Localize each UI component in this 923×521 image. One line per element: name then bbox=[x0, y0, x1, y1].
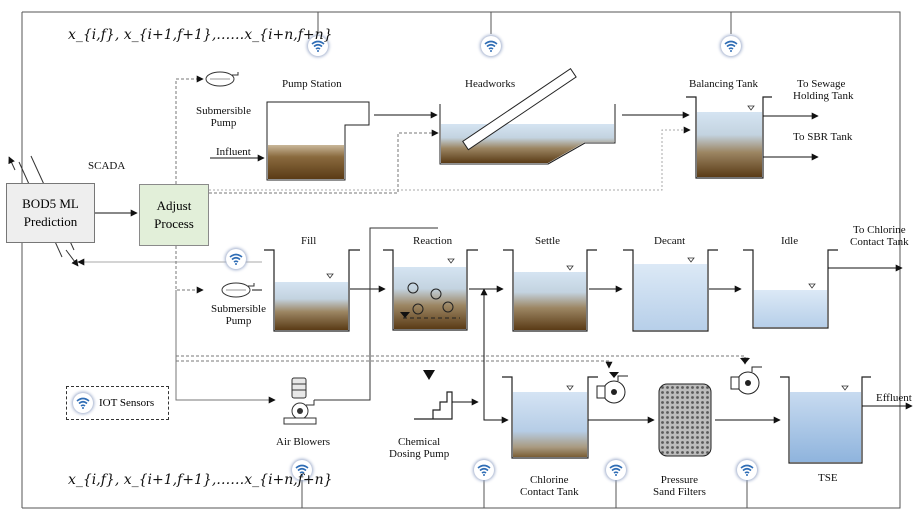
submersible-line1: Submersible bbox=[196, 105, 251, 117]
pump-station-label: Pump Station bbox=[282, 78, 342, 90]
to-chlorine-line2: Contact Tank bbox=[850, 236, 909, 248]
submersible2-line2: Pump bbox=[225, 315, 252, 327]
sensor-line bbox=[317, 12, 732, 34]
fill-tank bbox=[264, 249, 360, 332]
control-line bbox=[176, 360, 613, 369]
pump-icon bbox=[596, 372, 628, 404]
scada-label: SCADA bbox=[88, 160, 126, 172]
input-vector-top: x_{i,f}, x_{i+1,f+1},……x_{i+n,f+n} bbox=[68, 27, 333, 43]
adjust-label-line2: Process bbox=[154, 216, 194, 231]
balancing-tank-label: Balancing Tank bbox=[689, 78, 758, 90]
bod-label-line1: BOD5 ML bbox=[22, 196, 79, 211]
to-sbr-label: To SBR Tank bbox=[793, 131, 853, 143]
to-chlorine-line1: To Chlorine bbox=[852, 224, 906, 236]
headworks-label: Headworks bbox=[465, 78, 516, 90]
wifi-icon bbox=[737, 460, 757, 480]
settle-tank bbox=[503, 249, 597, 332]
wifi-icon bbox=[474, 460, 494, 480]
wifi-icon bbox=[226, 249, 246, 269]
submersible2-line1: Submersible bbox=[211, 303, 266, 315]
wifi-icon bbox=[73, 393, 93, 413]
wifi-icon bbox=[308, 36, 328, 56]
tse-label: TSE bbox=[818, 472, 838, 484]
scada-frame bbox=[21, 11, 901, 509]
iot-sensors-label: IOT Sensors bbox=[99, 397, 155, 409]
blower-icon bbox=[283, 377, 317, 425]
headworks-tank bbox=[439, 67, 616, 165]
control-line bbox=[175, 290, 276, 404]
chlorine-line1: Chlorine bbox=[530, 474, 569, 486]
bod5-ml-prediction-box: BOD5 ML Prediction bbox=[6, 183, 95, 243]
submersible-line2: Pump bbox=[210, 117, 237, 129]
chem-line2: Dosing Pump bbox=[389, 448, 450, 460]
scada-diagonal bbox=[65, 249, 79, 267]
iot-sensors-legend: IOT Sensors bbox=[66, 386, 169, 420]
chem-line1: Chemical bbox=[398, 436, 441, 448]
decant-tank bbox=[623, 249, 718, 332]
bod-label-line2: Prediction bbox=[23, 214, 78, 229]
dosing-pump-icon bbox=[414, 370, 453, 420]
reaction-tank bbox=[383, 249, 478, 331]
pump-icon bbox=[205, 71, 239, 87]
control-line bbox=[175, 75, 204, 184]
to-sewage-line2: Holding Tank bbox=[793, 90, 854, 102]
air-blowers-label: Air Blowers bbox=[276, 436, 331, 448]
to-sewage-line1: To Sewage bbox=[797, 78, 846, 90]
chlorine-contact-tank bbox=[502, 376, 598, 459]
wifi-icon bbox=[481, 36, 501, 56]
settle-label: Settle bbox=[535, 235, 561, 247]
scada-diagonal bbox=[8, 156, 16, 171]
pressure-line1: Pressure bbox=[660, 474, 699, 486]
input-vector-bottom: x_{i,f}, x_{i+1,f+1},……x_{i+n,f+n} bbox=[68, 472, 333, 488]
adjust-label-line1: Adjust bbox=[156, 198, 192, 213]
reaction-label: Reaction bbox=[413, 235, 453, 247]
pump-icon bbox=[730, 358, 762, 395]
tse-tank bbox=[780, 376, 871, 464]
control-line bbox=[175, 246, 204, 294]
wifi-icon bbox=[292, 460, 312, 480]
balancing-tank bbox=[686, 96, 772, 179]
wifi-icon bbox=[721, 36, 741, 56]
influent-label: Influent bbox=[216, 146, 251, 158]
idle-tank bbox=[743, 249, 838, 329]
effluent-label: Effluent bbox=[876, 392, 912, 404]
decant-label: Decant bbox=[654, 235, 686, 247]
control-line bbox=[176, 355, 749, 365]
pump-station-tank bbox=[266, 101, 370, 181]
idle-label: Idle bbox=[781, 235, 799, 247]
chlorine-line2: Contact Tank bbox=[520, 486, 579, 498]
pump-icon bbox=[221, 282, 255, 298]
pressure-line2: Sand Filters bbox=[653, 486, 706, 498]
sensor-line bbox=[301, 478, 748, 508]
fill-label: Fill bbox=[301, 235, 317, 247]
filter-icon bbox=[658, 383, 712, 457]
wifi-icon bbox=[606, 460, 626, 480]
